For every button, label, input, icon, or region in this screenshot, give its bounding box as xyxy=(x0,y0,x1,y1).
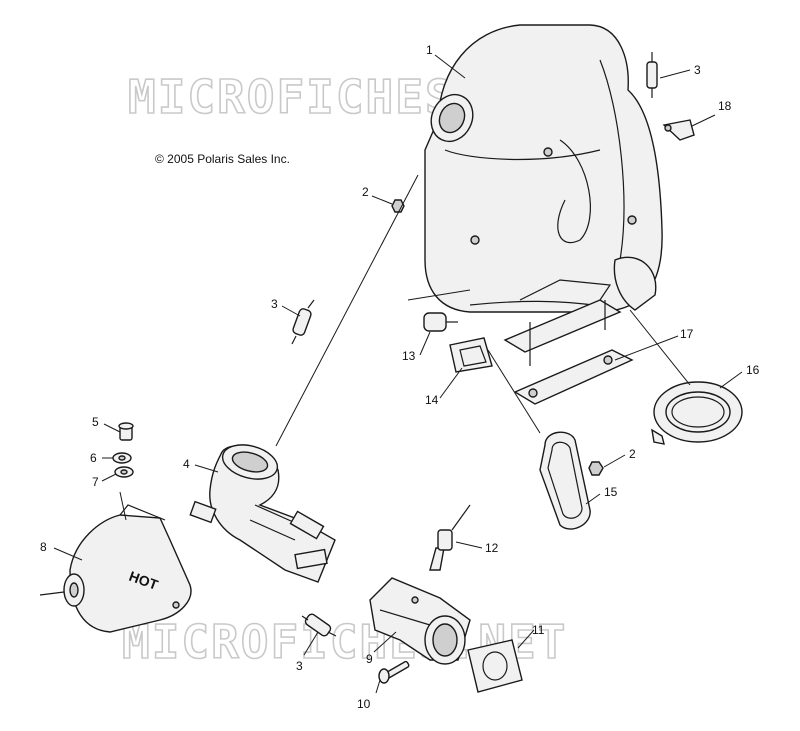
nut-part-2-lower xyxy=(588,461,604,476)
sensor-part-12 xyxy=(429,504,471,571)
manifold-part-9 xyxy=(369,577,471,665)
callout-16: 16 xyxy=(746,363,760,377)
callout-12: 12 xyxy=(485,541,499,555)
gasket-part-11 xyxy=(467,639,523,693)
callout-7: 7 xyxy=(92,475,99,489)
heat-shield-part-8 xyxy=(39,504,192,633)
washer-part-7 xyxy=(114,466,134,478)
callout-8: 8 xyxy=(40,540,47,554)
callout-15: 15 xyxy=(604,485,618,499)
washer-part-6 xyxy=(112,452,132,464)
callout-2-upper: 2 xyxy=(362,185,369,199)
copyright-notice: © 2005 Polaris Sales Inc. xyxy=(155,152,290,166)
callout-10: 10 xyxy=(357,697,371,711)
callout-3-mid: 3 xyxy=(271,297,278,311)
muffler-part-1 xyxy=(424,24,663,313)
callout-17: 17 xyxy=(680,327,694,341)
clamp-part-14 xyxy=(449,337,493,373)
spring-part-3-mid xyxy=(291,299,315,345)
spring-part-3-bottom xyxy=(301,613,337,637)
callout-13: 13 xyxy=(402,349,416,363)
callout-2-lower: 2 xyxy=(629,447,636,461)
gasket-part-15 xyxy=(539,431,591,530)
bolt-part-10 xyxy=(378,660,410,684)
callout-18: 18 xyxy=(718,99,732,113)
callout-14: 14 xyxy=(425,393,439,407)
nut-part-2-upper xyxy=(391,199,405,213)
gasket-part-16 xyxy=(651,381,743,445)
callout-11: 11 xyxy=(532,623,545,637)
plate-part-17 xyxy=(513,349,634,405)
callout-1: 1 xyxy=(426,43,433,57)
bolt-part-5 xyxy=(118,422,134,441)
spring-part-3-top xyxy=(646,52,658,98)
callout-9: 9 xyxy=(366,652,373,666)
exhaust-pipe-part-4 xyxy=(189,444,336,583)
callout-5: 5 xyxy=(92,415,99,429)
muffler-bracket xyxy=(503,299,622,366)
callout-3-bottom: 3 xyxy=(296,659,303,673)
callout-3-top: 3 xyxy=(694,63,701,77)
callout-6: 6 xyxy=(90,451,97,465)
callout-4: 4 xyxy=(183,457,190,471)
grommet-part-13 xyxy=(423,312,458,332)
bracket-part-18 xyxy=(662,119,695,141)
